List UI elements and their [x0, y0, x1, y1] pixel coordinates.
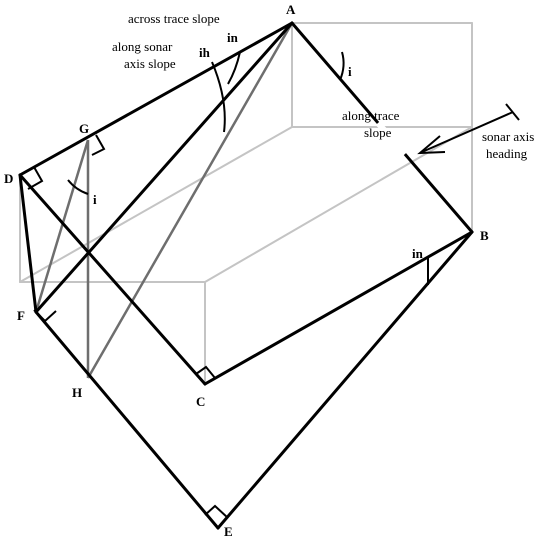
angle-i-A-label: i — [348, 64, 352, 79]
line-A-H — [86, 22, 294, 379]
line-B-C — [203, 230, 474, 386]
arrow-shaft — [421, 111, 514, 153]
right-angle-D — [27, 166, 44, 190]
angle-arcs — [67, 51, 429, 285]
sonar-axis-arrow — [417, 103, 520, 155]
point-F-label: F — [17, 308, 25, 323]
right-angle-F — [33, 309, 57, 323]
line-A-F — [34, 21, 294, 314]
point-E-label: E — [224, 524, 233, 539]
arc-in-top — [227, 51, 241, 85]
line-B-E — [216, 230, 474, 530]
line-D-C — [18, 173, 207, 386]
line-F-E — [34, 310, 220, 530]
right-angle-E — [204, 504, 229, 519]
point-D-label: D — [4, 171, 13, 186]
point-H-label: H — [72, 385, 82, 400]
descriptive-labels: across trace slope along sonar axis slop… — [112, 11, 534, 161]
arrow-tail-tick — [505, 103, 520, 121]
point-A-label: A — [286, 2, 296, 17]
box-bottom-diagonal-edge — [204, 126, 473, 283]
point-B-label: B — [480, 228, 489, 243]
across-trace-slope-label: across trace slope — [128, 11, 220, 26]
angle-in-top-label: in — [227, 30, 239, 45]
construction-lines — [34, 22, 294, 379]
arc-i-D — [67, 179, 89, 195]
line-A-D — [18, 21, 294, 177]
arc-ih — [211, 61, 226, 133]
angle-labels: in ih i i in — [93, 30, 424, 261]
sonar-axis-heading-label-line2: heading — [486, 146, 528, 161]
arc-i-A — [339, 51, 345, 81]
right-angle-markers — [27, 134, 229, 519]
right-angle-C — [195, 365, 216, 379]
line-D-F — [18, 173, 38, 314]
along-trace-label-line2: slope — [364, 125, 392, 140]
along-sonar-axis-label-line2: axis slope — [124, 56, 176, 71]
point-G-label: G — [79, 121, 89, 136]
box-bottom-left-diagonal — [19, 126, 293, 283]
point-labels: A B C D E F G H — [4, 2, 489, 539]
along-sonar-axis-label-line1: along sonar — [112, 39, 173, 54]
angle-ih-label: ih — [199, 45, 211, 60]
right-angle-G — [91, 134, 106, 156]
angle-i-D-label: i — [93, 192, 97, 207]
along-trace-label-line1: along trace — [342, 108, 400, 123]
line-G-F — [34, 139, 90, 313]
angle-in-B-label: in — [412, 246, 424, 261]
arrow-head — [417, 135, 446, 155]
point-C-label: C — [196, 394, 205, 409]
along-trace-label-gap — [375, 121, 408, 156]
sonar-axis-heading-label-line1: sonar axis — [482, 129, 534, 144]
